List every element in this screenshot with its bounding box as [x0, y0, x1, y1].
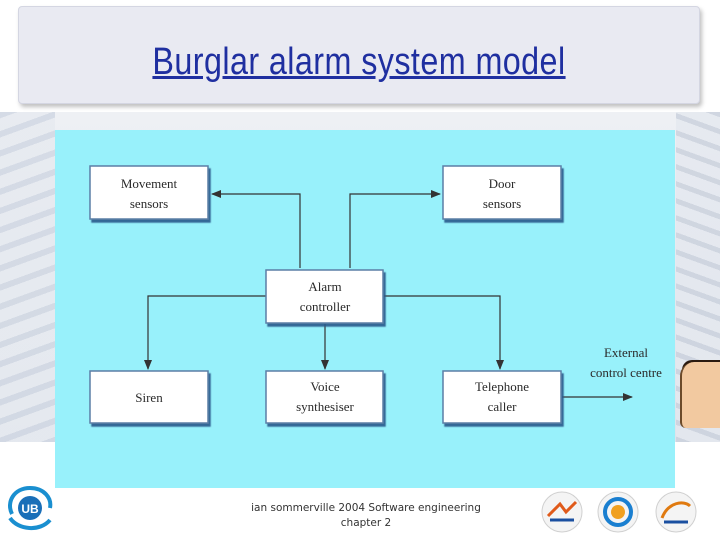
partner-logo-1-icon [541, 491, 583, 533]
node-label-line: sensors [130, 196, 168, 211]
edge-controller-to-siren [144, 295, 266, 370]
node-siren: Siren [89, 370, 209, 424]
partner-logo-3-icon [655, 491, 697, 533]
connection-lines [144, 190, 633, 401]
node-label-line: Telephone [475, 379, 529, 394]
node-alarm-controller: Alarm controller [265, 269, 384, 324]
node-label-line: Siren [135, 390, 163, 405]
external-label-line: External [604, 345, 648, 360]
external-label-line: control centre [590, 365, 662, 380]
background-left-pattern [0, 112, 55, 442]
footer-credit-line-2: chapter 2 [340, 517, 392, 529]
cartoon-avatar [680, 362, 720, 428]
node-label-line: Alarm [308, 279, 341, 294]
external-control-centre-label: External control centre [590, 345, 662, 380]
node-telephone-caller: Telephone caller [442, 370, 562, 424]
ub-logo-icon: UB [8, 485, 53, 530]
edge-controller-to-door-sensors [349, 190, 441, 268]
node-label-line: Voice [310, 379, 340, 394]
edge-controller-to-movement-sensors [211, 190, 301, 268]
node-label-line: Movement [121, 176, 178, 191]
node-label-line: caller [488, 399, 518, 414]
edge-controller-to-telephone-caller [384, 295, 504, 370]
node-label-line: synthesiser [296, 399, 354, 414]
partner-logos [541, 491, 697, 533]
node-movement-sensors: Movement sensors [89, 165, 209, 220]
partner-logo-2-icon [597, 491, 639, 533]
slide-title: Burglar alarm system model [152, 41, 566, 83]
node-label-line: controller [300, 299, 351, 314]
node-label-line: Door [489, 176, 516, 191]
node-label-line: sensors [483, 196, 521, 211]
footer-credit-line-1: ian sommerville 2004 Software engineerin… [251, 502, 481, 514]
node-door-sensors: Door sensors [442, 165, 562, 220]
svg-text:UB: UB [21, 502, 39, 516]
title-banner: Burglar alarm system model [18, 6, 700, 104]
node-voice-synthesiser: Voice synthesiser [265, 370, 384, 424]
